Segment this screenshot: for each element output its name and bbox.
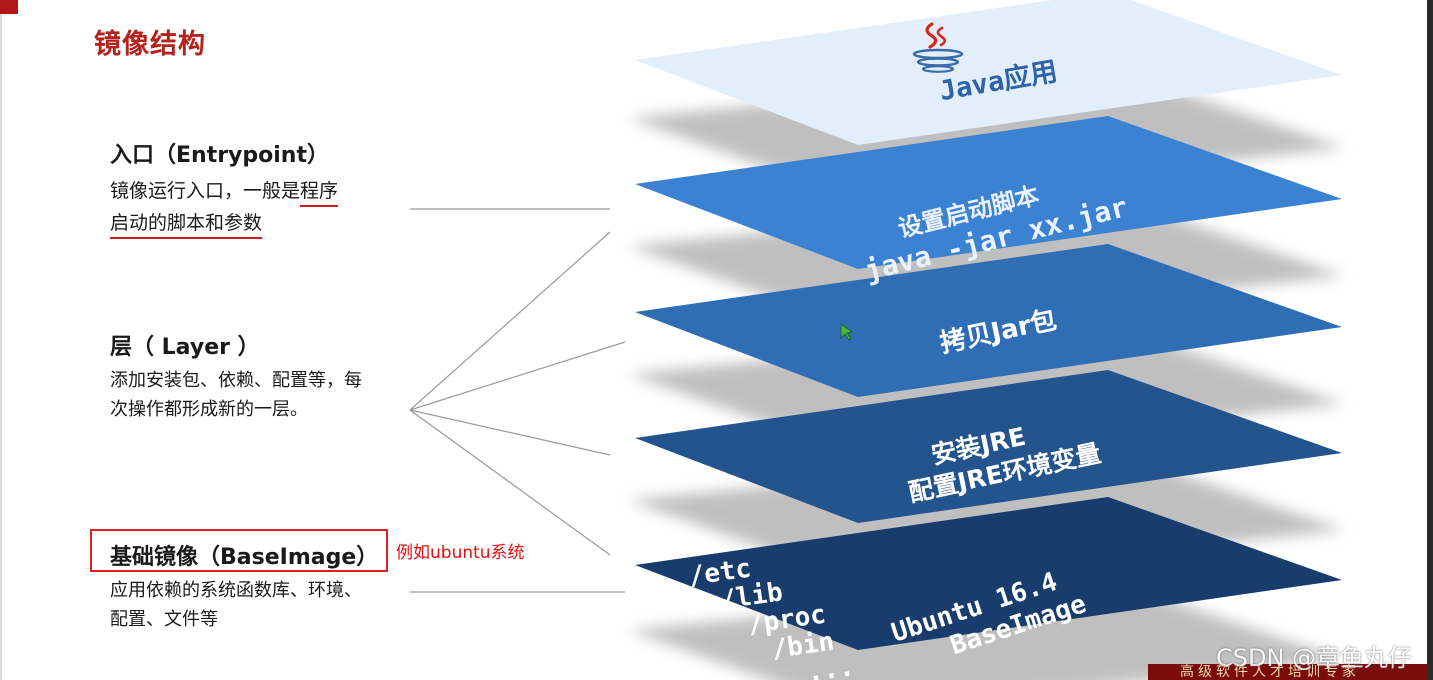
layer-install-jre <box>635 370 1342 523</box>
csdn-watermark: CSDN @章鱼丸仔 <box>1216 644 1413 672</box>
mouse-cursor-icon <box>840 323 853 341</box>
layer-copy-jar <box>635 244 1342 397</box>
corner-mark <box>0 0 18 14</box>
baseimage-highlight-box <box>90 529 388 572</box>
entrypoint-line2: 启动的脚本和参数 <box>110 212 263 239</box>
java-logo-icon <box>912 22 964 73</box>
layer-description: 添加安装包、依赖、配置等，每 次操作都形成新的一层。 <box>110 366 362 424</box>
layer-connector-4 <box>409 409 611 556</box>
layer-heading: 层（ Layer ） <box>110 335 260 360</box>
entrypoint-underlined-word: 程序 <box>300 180 339 207</box>
layer-java-app <box>635 0 1342 145</box>
layer-startup-script <box>635 116 1342 269</box>
entrypoint-heading: 入口（Entrypoint） <box>110 143 329 168</box>
baseimage-line2: 配置、文件等 <box>110 609 218 630</box>
baseimage-annotation: 例如ubuntu系统 <box>396 543 525 563</box>
connector-lines <box>409 208 626 593</box>
slide-title: 镜像结构 <box>94 29 206 60</box>
baseimage-heading: 基础镜像（BaseImage） <box>110 545 379 570</box>
footer-banner <box>1148 664 1427 680</box>
layer-connector-3 <box>409 409 611 456</box>
layer-connector-1 <box>409 231 611 411</box>
layer-line1: 添加安装包、依赖、配置等，每 <box>110 370 362 391</box>
right-edge-strip <box>1427 0 1433 680</box>
baseimage-line1: 应用依赖的系统函数库、环境、 <box>110 580 362 601</box>
left-rule <box>0 14 2 680</box>
baseimage-description: 应用依赖的系统函数库、环境、 配置、文件等 <box>110 576 362 634</box>
entrypoint-description: 镜像运行入口，一般是程序 启动的脚本和参数 <box>110 175 339 239</box>
base-dir-5: ... <box>805 652 856 680</box>
layer-line2: 次操作都形成新的一层。 <box>110 399 308 420</box>
footer-banner-text: 高级软件人才培训专家 <box>1180 664 1360 680</box>
entrypoint-line1: 镜像运行入口，一般是 <box>110 180 301 202</box>
layer-baseimage <box>635 497 1342 650</box>
layer-connector-2 <box>409 341 626 411</box>
